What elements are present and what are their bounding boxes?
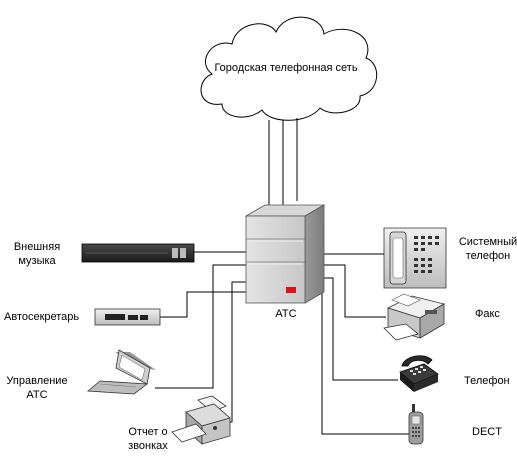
laptop-icon — [86, 349, 156, 395]
dect-handset-icon — [408, 404, 424, 445]
pbx-server — [244, 204, 326, 304]
external-music-device-icon — [81, 243, 195, 263]
system-telephone-icon — [383, 227, 447, 289]
fax-label: Факс — [475, 308, 500, 320]
fax-machine-icon — [383, 293, 446, 341]
answering-machine-label: Автосекретарь — [4, 311, 80, 323]
pbx-label: АТС — [275, 308, 297, 320]
printer-icon — [171, 395, 231, 445]
telephone-label: Телефон — [464, 375, 510, 387]
dect-label: DECT — [472, 426, 502, 438]
city-network-label: Городская телефонная сеть — [214, 62, 358, 74]
city-network-cloud — [200, 16, 378, 121]
answering-machine-icon — [94, 308, 161, 326]
pbx-indicator-light — [286, 287, 296, 293]
telephone-icon — [399, 355, 439, 392]
trunk-lines — [268, 118, 298, 214]
